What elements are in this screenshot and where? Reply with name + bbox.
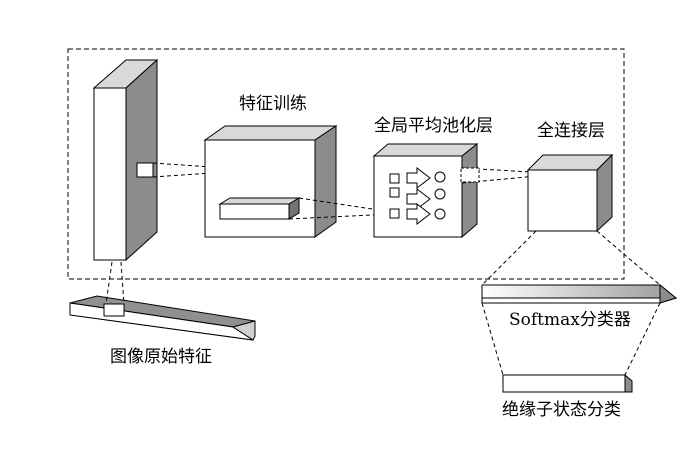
global-pool-label: 全局平均池化层 bbox=[374, 116, 493, 136]
softmax-label: Softmax分类器 bbox=[509, 310, 631, 330]
network-boundary bbox=[67, 48, 625, 280]
fully-connected-cube bbox=[526, 153, 614, 233]
softmax-bar bbox=[481, 283, 678, 304]
pool-arrow-icons bbox=[406, 166, 431, 226]
global-pool-cube bbox=[372, 142, 479, 239]
pool-square-icons bbox=[389, 173, 400, 219]
feature-bar bbox=[218, 197, 301, 220]
fully-connected-label: 全连接层 bbox=[537, 121, 605, 141]
input-slab bbox=[92, 58, 159, 262]
insulator-state-label: 绝缘子状态分类 bbox=[502, 400, 621, 420]
original-feature-label: 图像原始特征 bbox=[110, 347, 212, 367]
feature-training-cube bbox=[203, 125, 338, 238]
receptive-patch bbox=[103, 303, 125, 317]
output-bar bbox=[502, 373, 633, 393]
feature-training-label: 特征训练 bbox=[239, 94, 307, 114]
pool-circle-icons bbox=[434, 171, 446, 220]
original-feature-plane bbox=[69, 295, 256, 341]
pool-window bbox=[460, 167, 480, 183]
slab-window bbox=[136, 162, 154, 178]
